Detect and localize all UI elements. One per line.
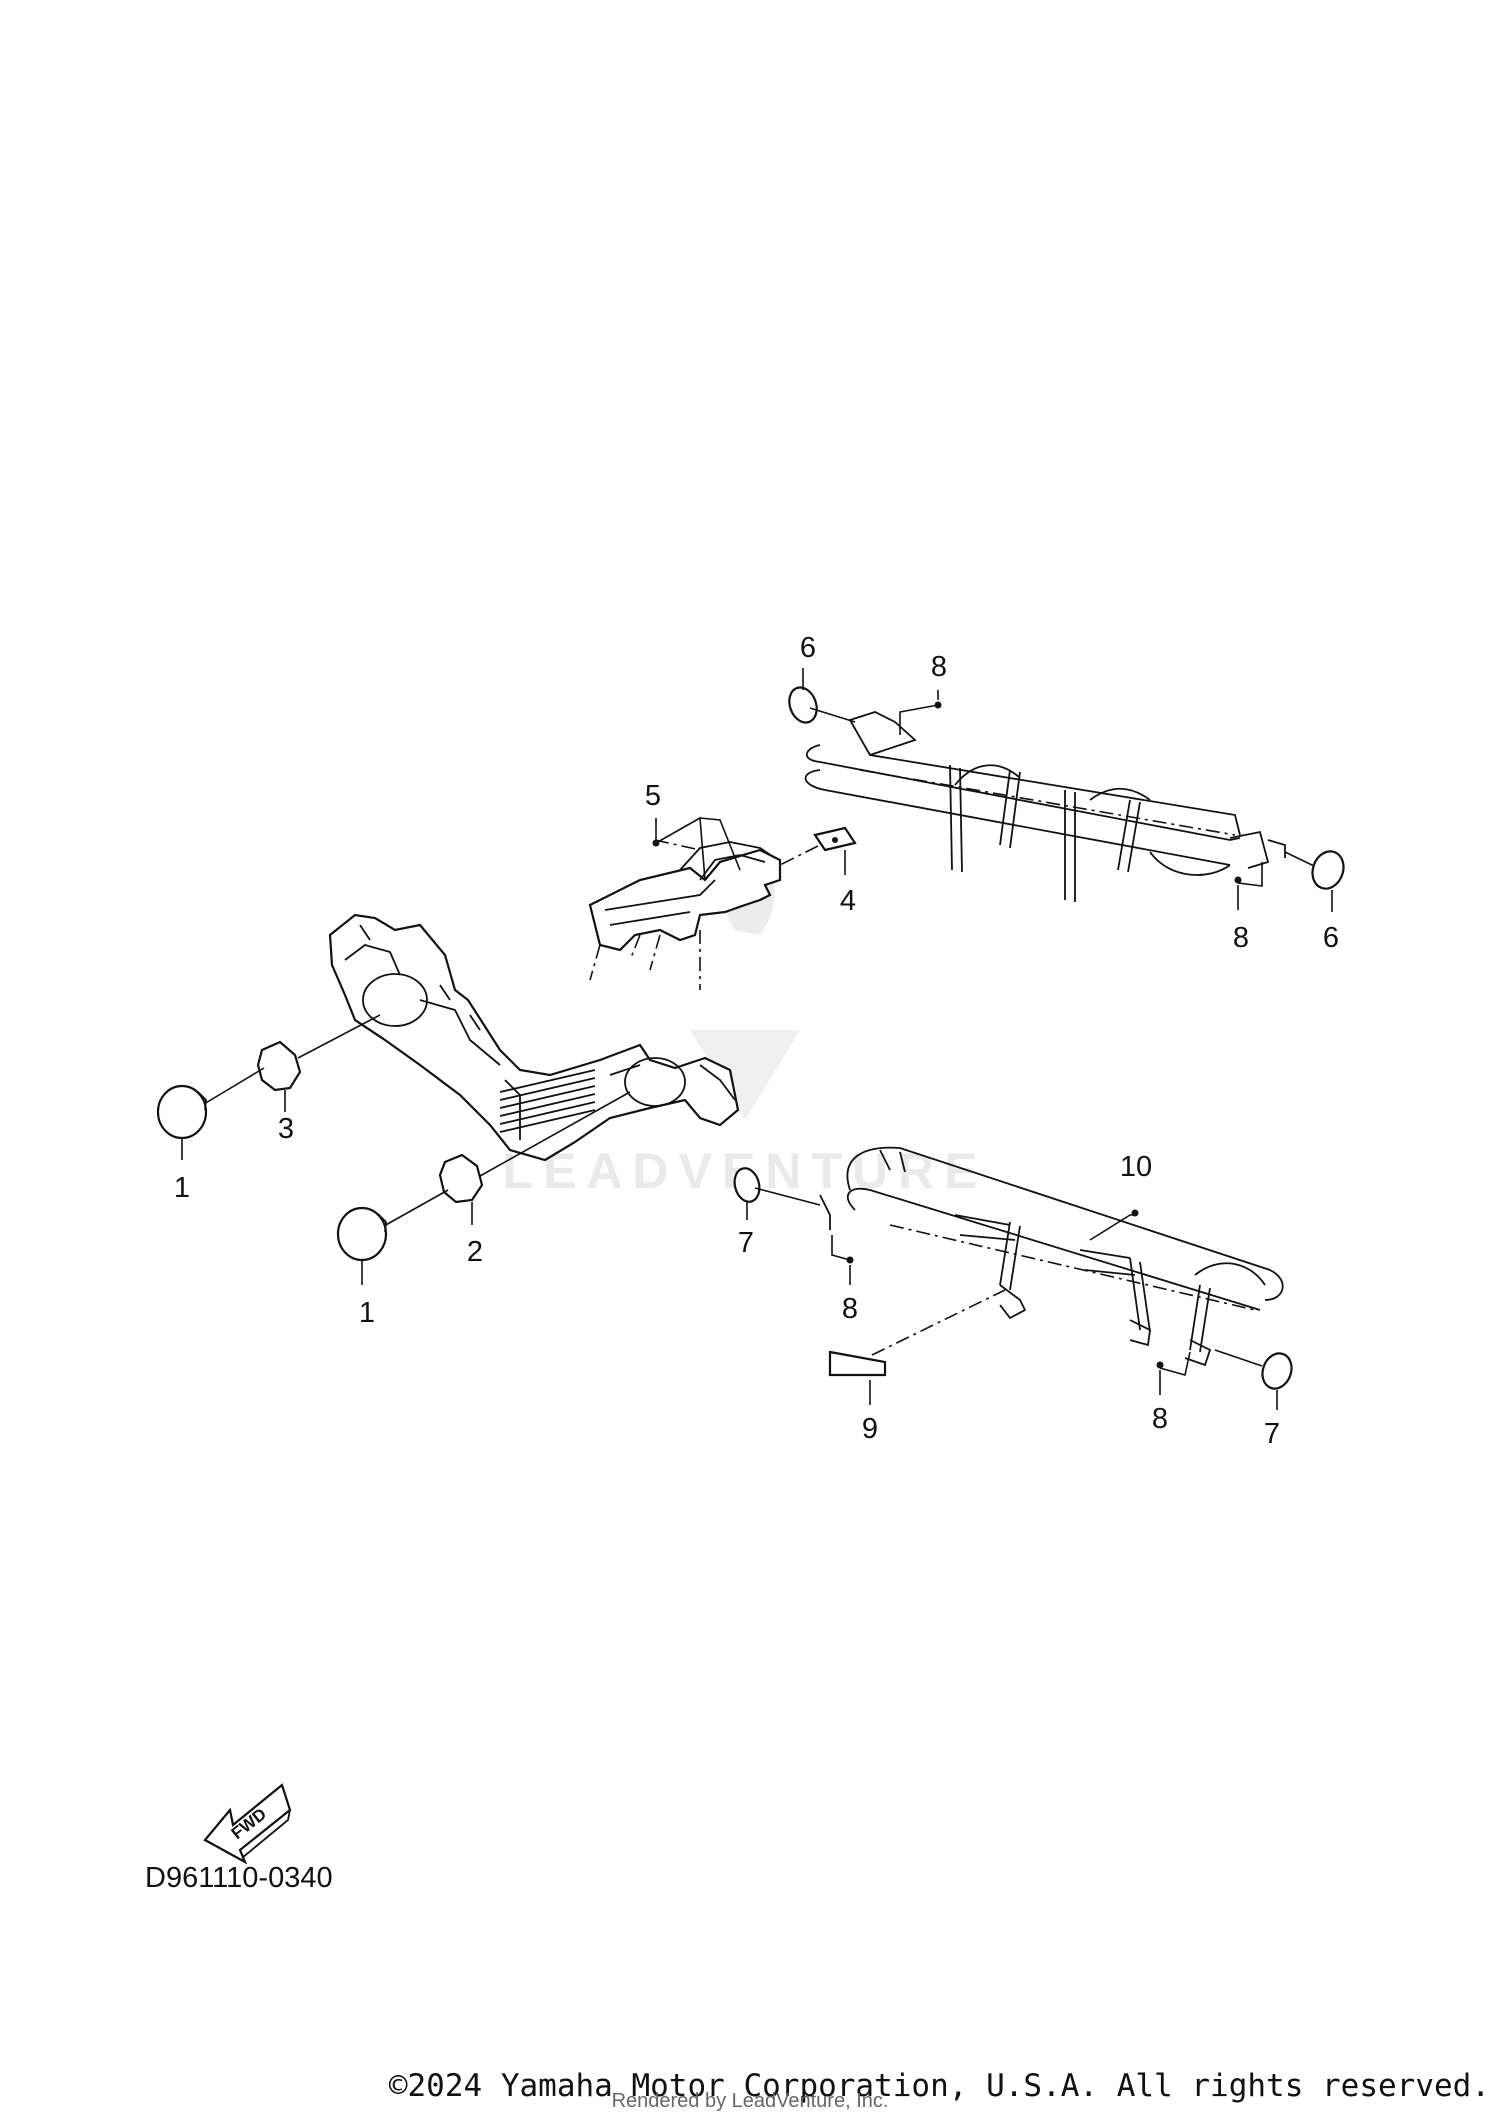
leader-line-4	[779, 845, 819, 866]
point-5	[652, 839, 660, 847]
callout-10: 10	[1120, 1151, 1152, 1183]
callout-2: 2	[467, 1236, 483, 1268]
callout-5: 5	[645, 780, 661, 812]
bolt-8-lower-left	[846, 1256, 854, 1264]
upper-rear-rack	[804, 711, 1286, 902]
cap-1-upper	[156, 1084, 208, 1140]
bolt-8-right	[1234, 876, 1242, 884]
callout-8-lower-left: 8	[842, 1293, 858, 1325]
leader-line-6-left	[809, 707, 856, 723]
callout-8-right: 8	[1233, 922, 1249, 954]
leader-line-1-lower	[383, 1189, 449, 1227]
cap-1-lower	[336, 1206, 388, 1262]
leader-line-6-right	[1284, 851, 1315, 867]
leader-line-1-upper	[203, 1067, 265, 1105]
callout-7-left: 7	[738, 1227, 754, 1259]
bolt-8-lower-right	[1156, 1361, 1164, 1369]
callout-7-right: 7	[1264, 1418, 1280, 1450]
front-bumper-assembly	[328, 913, 740, 1162]
lower-rear-rack	[819, 1146, 1284, 1367]
label-plate-4	[813, 826, 857, 852]
callout-8-upper: 8	[931, 651, 947, 683]
reflector-9	[828, 1350, 887, 1377]
leader-line-5	[655, 816, 741, 881]
end-cap-6-right	[1311, 850, 1345, 890]
diagram-code: D961110-0340	[145, 1862, 333, 1894]
leader-line-7-right	[1214, 1349, 1263, 1367]
copyright-notice: ©2024 Yamaha Motor Corporation, U.S.A. A…	[388, 2068, 1490, 2104]
callout-4: 4	[840, 885, 856, 917]
leader-line-8-lower-left	[831, 1235, 851, 1261]
rendered-by-notice: Rendered by LeadVenture, Inc.	[611, 2090, 889, 2112]
end-cap-6-left	[788, 686, 818, 724]
callout-1-lower: 1	[359, 1297, 375, 1329]
bolt-8-upper	[934, 701, 942, 709]
callout-3: 3	[278, 1113, 294, 1145]
callout-8-lower-right: 8	[1152, 1403, 1168, 1435]
plate-2	[438, 1153, 484, 1204]
leader-line-9	[871, 1289, 1006, 1356]
leader-line-8-lower-right	[1159, 1351, 1191, 1376]
end-cap-7-right	[1261, 1352, 1293, 1390]
leader-line-8-upper	[899, 704, 939, 735]
callout-6-left: 6	[800, 632, 816, 664]
plate-3	[256, 1040, 302, 1092]
leader-line-8-right	[1237, 862, 1263, 887]
callout-6-right: 6	[1323, 922, 1339, 954]
leader-line-2	[479, 1091, 631, 1177]
callout-stems	[181, 668, 1333, 1410]
point-10	[1131, 1209, 1139, 1217]
callout-9: 9	[862, 1413, 878, 1445]
leader-line-3	[297, 1014, 381, 1059]
callout-1-upper: 1	[174, 1172, 190, 1204]
fwd-arrow-icon: FWD	[203, 1783, 292, 1865]
leader-line-7-left	[754, 1187, 821, 1206]
center-bracket-assembly	[588, 839, 782, 990]
end-cap-7-left	[733, 1167, 761, 1203]
